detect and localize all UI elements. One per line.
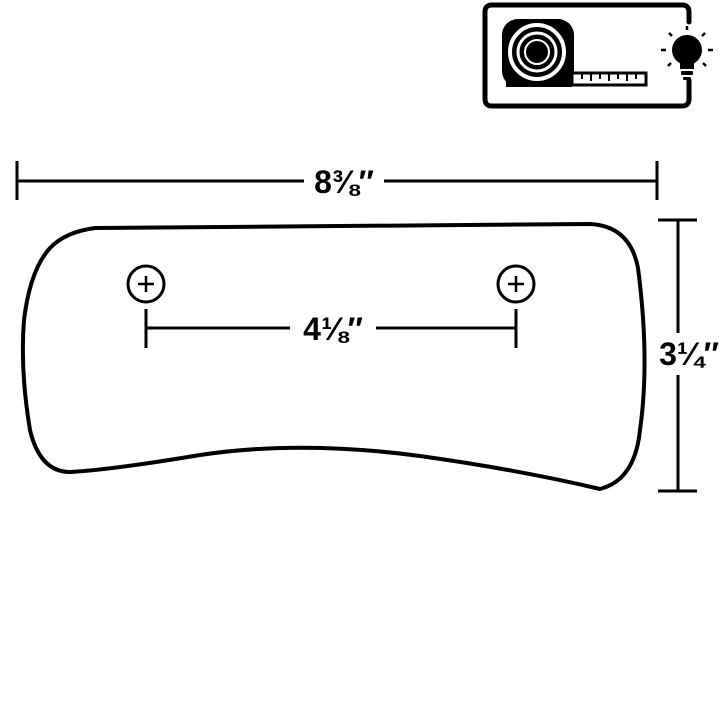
lightbulb-icon	[661, 26, 713, 80]
board-outline	[20, 222, 647, 491]
width-dimension: 8⅜″	[15, 161, 659, 200]
hole-spacing-label: 4⅛″	[303, 311, 363, 347]
tape-measure-icon	[502, 19, 648, 87]
left-mounting-hole-icon	[126, 264, 166, 304]
hole-spacing-dimension: 4⅛″	[144, 309, 518, 348]
width-label: 8⅜″	[314, 164, 374, 200]
height-dimension: 3¼″	[658, 218, 719, 493]
right-mounting-hole-icon	[496, 264, 536, 304]
height-label: 3¼″	[659, 336, 719, 372]
tape-measure-badge	[482, 2, 713, 109]
